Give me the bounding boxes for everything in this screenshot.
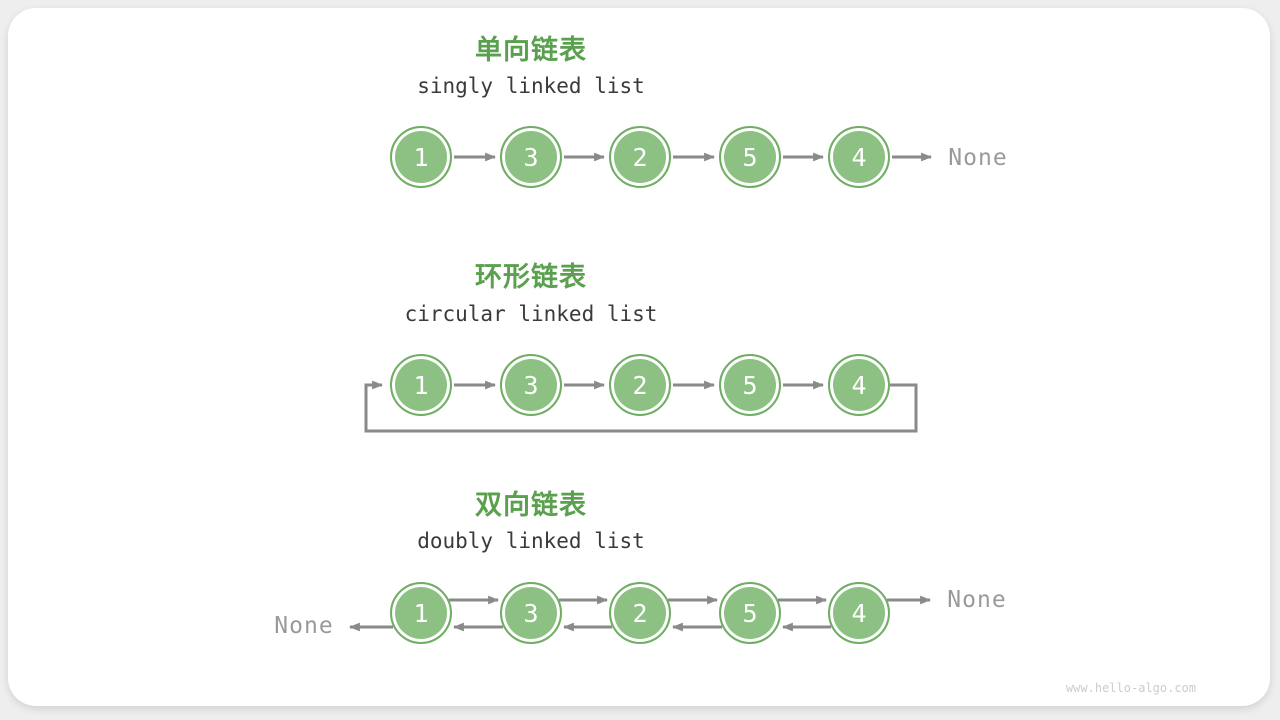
list-node: 4	[828, 582, 890, 644]
list-node: 5	[719, 582, 781, 644]
circular-title: 环形链表	[475, 262, 587, 293]
list-node: 2	[609, 354, 671, 416]
node-value: 2	[632, 598, 648, 628]
node-value: 4	[851, 142, 867, 172]
node-value: 4	[851, 598, 867, 628]
node-value: 5	[742, 142, 758, 172]
node-value: 1	[413, 598, 429, 628]
singly-tail-none-label: None	[948, 145, 1008, 171]
list-node: 2	[609, 126, 671, 188]
list-node: 3	[500, 126, 562, 188]
list-node: 1	[390, 582, 452, 644]
doubly-subtitle: doubly linked list	[417, 529, 645, 553]
node-value: 3	[523, 370, 539, 400]
node-value: 4	[851, 370, 867, 400]
node-value: 5	[742, 598, 758, 628]
node-value: 2	[632, 142, 648, 172]
list-node: 2	[609, 582, 671, 644]
list-node: 4	[828, 354, 890, 416]
list-node: 1	[390, 354, 452, 416]
node-value: 1	[413, 142, 429, 172]
circular-section-header: 环形链表	[306, 263, 756, 293]
doubly-tail-none-label: None	[947, 587, 1007, 613]
singly-title: 单向链表	[475, 35, 587, 66]
doubly-title: 双向链表	[475, 490, 587, 521]
singly-section-header: 单向链表	[306, 36, 756, 66]
watermark: www.hello-algo.com	[1065, 681, 1196, 695]
singly-subtitle: singly linked list	[417, 74, 645, 98]
list-node: 4	[828, 126, 890, 188]
list-node: 1	[390, 126, 452, 188]
list-node: 5	[719, 126, 781, 188]
circular-subtitle: circular linked list	[404, 302, 658, 326]
list-node: 3	[500, 582, 562, 644]
doubly-section-header: 双向链表	[306, 491, 756, 521]
list-node: 3	[500, 354, 562, 416]
node-value: 3	[523, 598, 539, 628]
list-node: 5	[719, 354, 781, 416]
node-value: 1	[413, 370, 429, 400]
node-value: 3	[523, 142, 539, 172]
node-value: 5	[742, 370, 758, 400]
doubly-head-none-label: None	[274, 613, 334, 639]
node-value: 2	[632, 370, 648, 400]
